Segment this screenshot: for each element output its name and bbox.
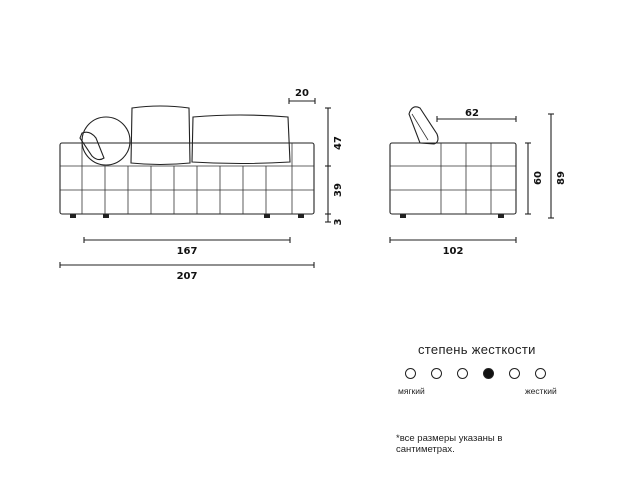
dim-side-seat-height: 60 [533,171,544,185]
dim-side-top: 62 [465,108,479,119]
side-view: 62 60 89 102 [389,106,567,257]
dim-depth: 102 [443,246,464,257]
sofa-foot [498,214,504,218]
firmness-dot-2 [431,368,442,379]
firmness-hard-label: жесткий [525,386,557,396]
dim-seat-height: 39 [333,183,344,197]
firmness-dot-5 [509,368,520,379]
firmness-title: степень жесткости [418,342,536,357]
firmness-dot-1 [405,368,416,379]
sofa-base-side [389,142,517,215]
sofa-base-front [59,142,315,215]
bolster-pillow [81,116,131,166]
dim-total-height: 89 [556,171,567,185]
sofa-foot [298,214,304,218]
firmness-scale [405,368,555,384]
footnote: *все размеры указаны в сантиметрах. [396,433,503,455]
firmness-dot-3 [457,368,468,379]
dim-back-height: 47 [333,136,344,150]
bolster-end [79,131,105,161]
sofa-foot [264,214,270,218]
front-view: 20 47 39 3 167 207 [59,88,344,282]
dim-total-width: 207 [177,271,198,282]
dim-cushion-gap: 20 [295,88,309,99]
dim-leg-height: 3 [333,218,344,225]
sofa-foot [400,214,406,218]
dim-inner-width: 167 [177,246,198,257]
firmness-dot-6 [535,368,546,379]
sofa-foot [70,214,76,218]
firmness-dot-4 [483,368,494,379]
sofa-foot [103,214,109,218]
back-cushion-side [408,106,439,145]
back-cushion [191,114,291,165]
back-cushion [130,105,191,166]
firmness-soft-label: мягкий [398,386,425,396]
